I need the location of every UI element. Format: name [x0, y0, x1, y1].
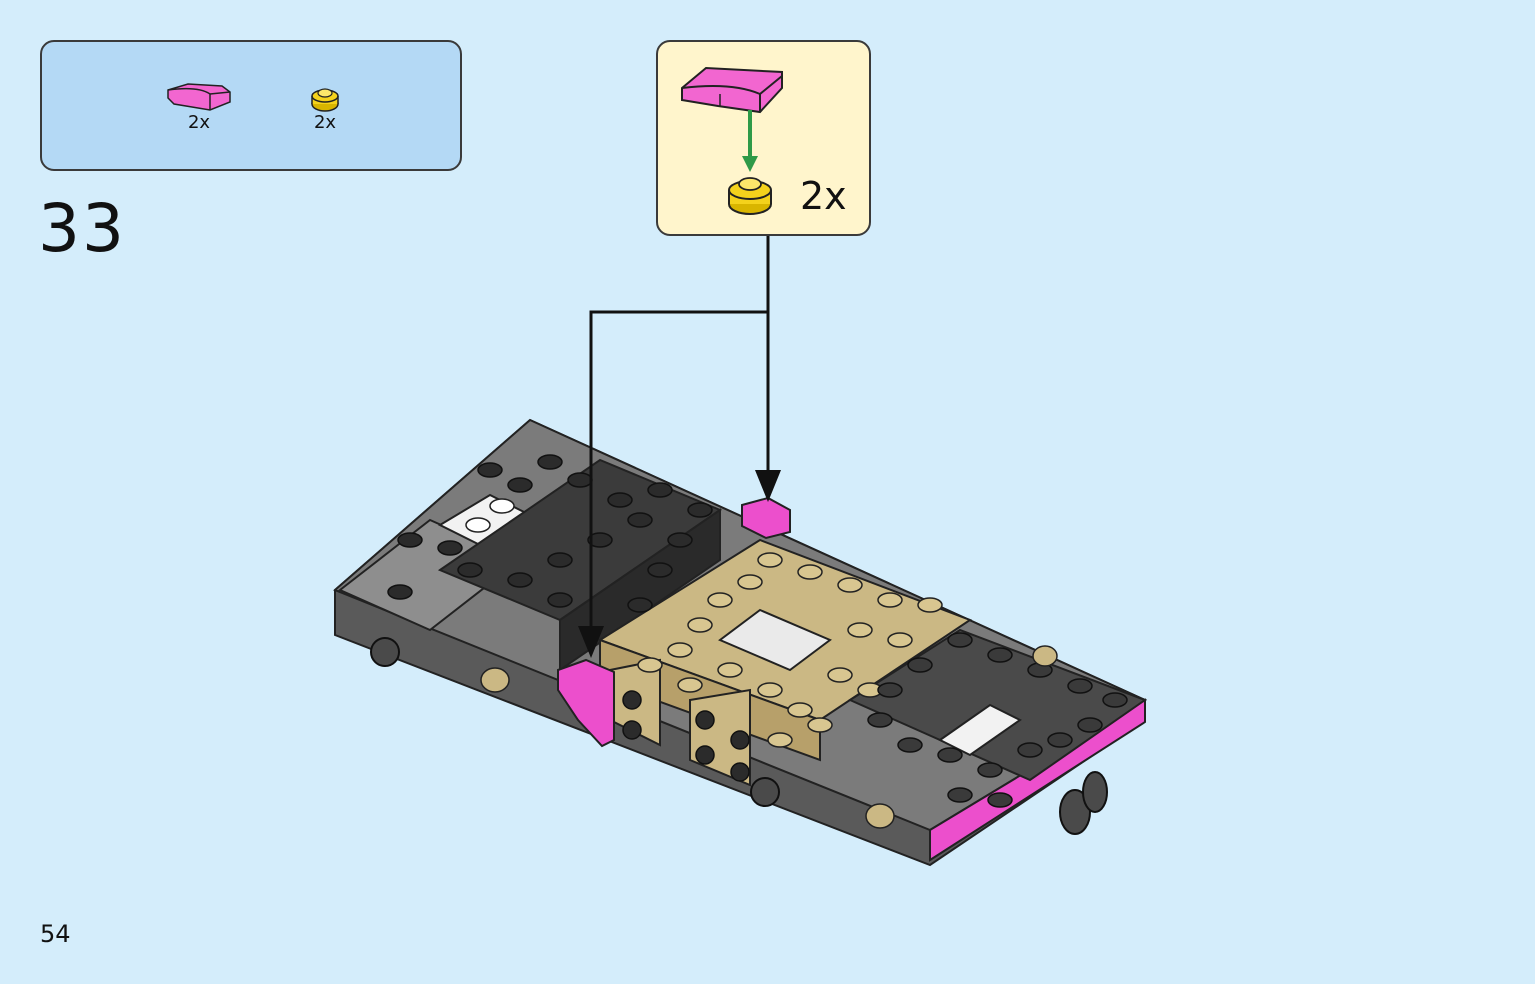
placement-leader-lines: [589, 236, 770, 628]
parts-list-box: 2x 2x: [40, 40, 462, 171]
pink-curved-slope-icon: [167, 83, 231, 111]
parts-list-quantity: 2x: [187, 112, 211, 133]
assembly-arrow-icon: [742, 110, 758, 172]
parts-list-item-yellow-plate: 2x: [308, 84, 342, 133]
parts-list-quantity: 2x: [313, 112, 337, 133]
parts-list-item-pink-slope: 2x: [164, 80, 234, 133]
yellow-round-plate-icon: [728, 177, 772, 215]
step-number: 33: [38, 190, 126, 267]
callout-illustration: [681, 66, 783, 215]
pink-curved-slope-icon: [681, 66, 783, 114]
placement-arrow-icon: [755, 470, 781, 502]
page-number: 54: [40, 920, 71, 948]
callout-quantity: 2x: [800, 174, 847, 218]
yellow-round-plate-icon: [311, 88, 339, 112]
subassembly-callout: 2x: [656, 40, 871, 236]
placement-arrow-icon: [578, 626, 604, 658]
